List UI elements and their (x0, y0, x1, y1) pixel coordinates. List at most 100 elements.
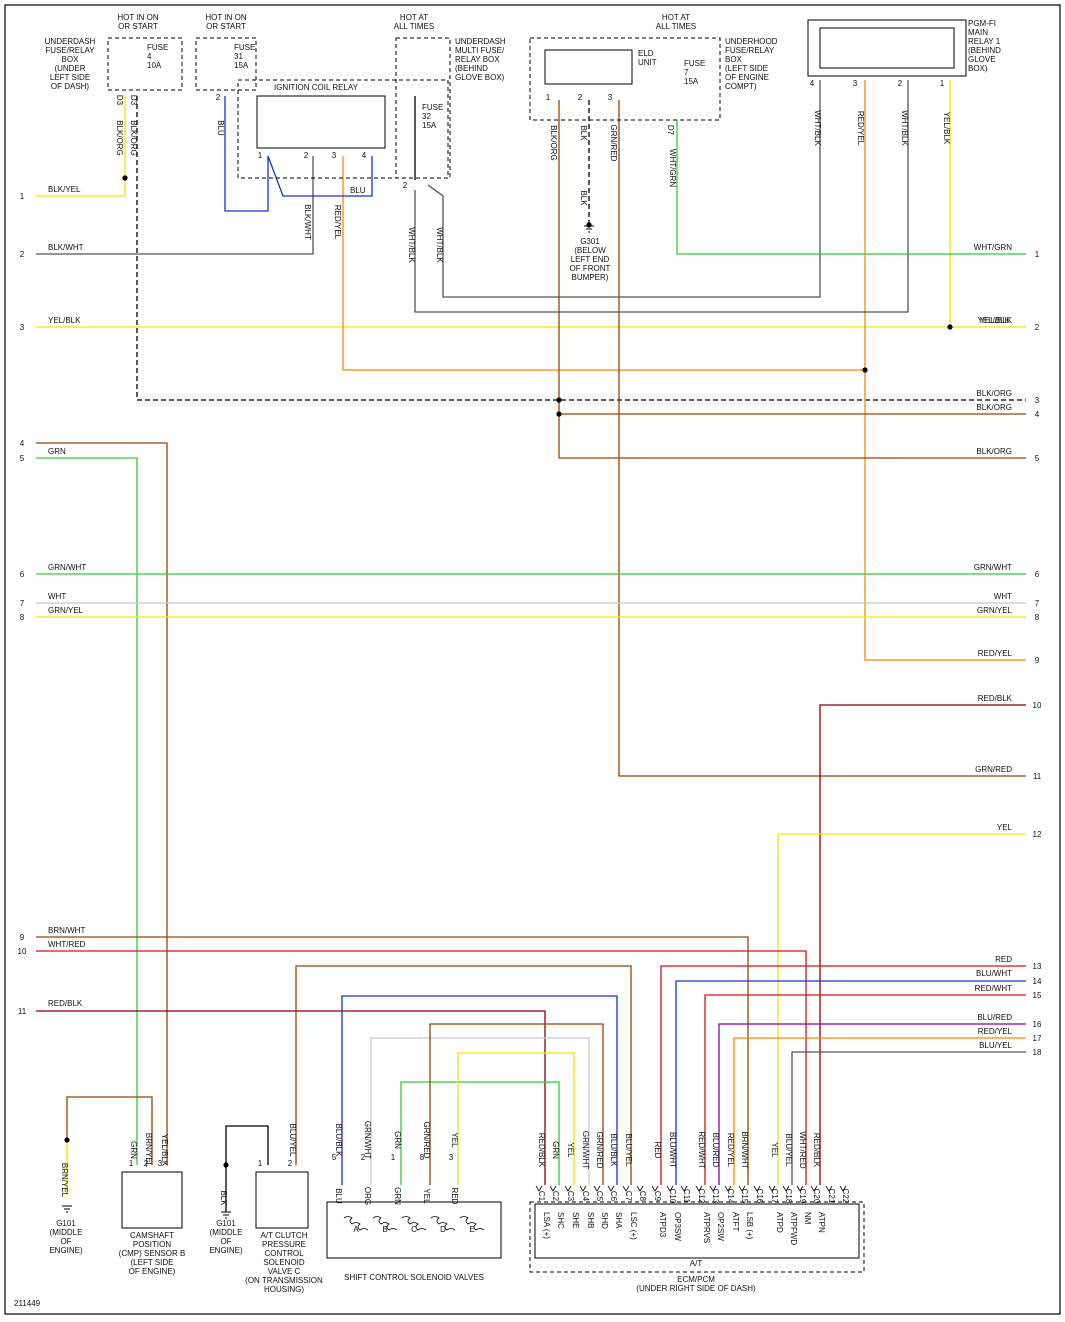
wire-brn-wht-9 (36, 936, 749, 1185)
wire-wht-blk-1 (414, 80, 909, 313)
connector-arrow (724, 1185, 732, 1192)
pin-label: C17 (770, 1189, 779, 1204)
pin-label: 1 (391, 1153, 396, 1162)
pin-label: 3 (332, 151, 337, 160)
wire-label: BLU/WHT (668, 1132, 677, 1168)
junction-dot (556, 411, 562, 417)
pin-label: C6 (609, 1191, 618, 1202)
wire-label: RED/WHT (697, 1131, 706, 1168)
pin-label: D3 (115, 95, 124, 106)
clutch-solenoid-box (255, 1171, 309, 1229)
wire-label: GRN/YEL (48, 606, 84, 615)
wires (36, 80, 1026, 1212)
pin-label: 4 (362, 151, 367, 160)
eld-unit-box (544, 49, 633, 85)
shift-solenoids-label: SHIFT CONTROL SOLENOID VALVES (344, 1273, 484, 1282)
wire-blk-yel (36, 96, 126, 197)
ecm-pin-name: ATPN (817, 1212, 826, 1233)
wire-label: GRN/WHT (974, 563, 1012, 572)
solenoid-coil (459, 1216, 485, 1231)
wire-blu-yel-clutch (295, 965, 632, 1185)
wire-label: GRN (551, 1141, 560, 1159)
pin-label: D7 (666, 125, 675, 136)
ignition-relay-inner (256, 95, 386, 149)
pin-label: 3 (449, 1153, 454, 1162)
connector-arrow (636, 1185, 644, 1192)
ecm-pin-name: SHC (556, 1212, 565, 1229)
wire-label: BLU/RED (711, 1133, 720, 1168)
right-row-number: 11 (1033, 772, 1042, 781)
connector-arrow (607, 1185, 615, 1192)
pin-label: 2 (288, 1159, 293, 1168)
solenoid-coil (401, 1216, 427, 1231)
pin-label: C14 (726, 1189, 735, 1204)
wire-red-blk-10 (819, 704, 1026, 1185)
wire-label: BLU (350, 186, 366, 195)
pin-label: D3 (129, 95, 138, 106)
pin-label: 1 (546, 93, 551, 102)
wire-label: WHT/RED (48, 940, 86, 949)
ecm-pin-name: OP3SW (673, 1212, 682, 1241)
pin-label: C21 (827, 1189, 836, 1204)
eld-frame (529, 37, 721, 121)
ecm-pin-name: SHE (571, 1212, 580, 1228)
wire-label: BLK (579, 125, 588, 141)
ecm-pin-name: ATPRVS (702, 1212, 711, 1243)
ignition-relay-frame (237, 79, 449, 179)
wire-label: GRN/YEL (977, 606, 1013, 615)
wire-label: YEL/BLK (978, 316, 1011, 325)
connector-arrow (825, 1185, 833, 1192)
wire-grn-red-sol (429, 1023, 604, 1185)
solenoid-coil (372, 1216, 398, 1231)
solenoid-coil (430, 1216, 456, 1231)
border (4, 4, 1061, 1315)
wire-label: WHT/GRN (668, 149, 677, 187)
wire-label: BLK (579, 190, 588, 206)
wire-label: YEL/BLK (160, 1134, 169, 1167)
right-row-number: 1 (1035, 250, 1040, 259)
junction-dot (556, 397, 562, 403)
pin-label: 1 (258, 1159, 263, 1168)
wire-label: RED/YEL (978, 1027, 1013, 1036)
wire-label: BLU/YEL (979, 1041, 1012, 1050)
wire-blu-yel-18 (791, 1051, 1026, 1185)
connector-arrow (564, 1185, 572, 1192)
left-row-number: 4 (20, 439, 25, 448)
pin-label: 2 (361, 1153, 366, 1162)
wire-label: BRN/YEL (60, 1163, 69, 1198)
wire-label: WHT/BLK (407, 227, 416, 263)
ecm-label: ECM/PCM(UNDER RIGHT SIDE OF DASH) (636, 1275, 756, 1293)
pin-label: C3 (566, 1191, 575, 1202)
pin-label: 3 (608, 93, 613, 102)
connector-arrow (796, 1185, 804, 1192)
pin-label: 1 (940, 79, 945, 88)
wire-label: BLK/ORG (976, 403, 1012, 412)
wire-label: WHT (994, 592, 1012, 601)
pin-label: C19 (798, 1189, 807, 1204)
wire-label: BLU/BLK (334, 1124, 343, 1158)
pin-label: C22 (841, 1189, 850, 1204)
wire-grn-sol (400, 1081, 560, 1185)
wire-label: RED/WHT (975, 984, 1012, 993)
right-row-number: 15 (1033, 991, 1042, 1000)
wire-grn-5 (36, 457, 138, 1165)
wire-label: BLK/YEL (48, 185, 81, 194)
multi-fuse-frame (395, 37, 451, 179)
wire-blk-wht (36, 156, 314, 255)
wire-red-13 (660, 965, 1026, 1185)
ecm-pin-name: LSC (+) (629, 1212, 638, 1240)
pin-label: 1 (258, 151, 263, 160)
pin-label: C2 (551, 1191, 560, 1202)
pin-label: 2 (898, 79, 903, 88)
wire-label: RED/YEL (978, 649, 1013, 658)
ecm-pin-name: SHB (586, 1212, 595, 1228)
pin-label: C1 (537, 1191, 546, 1202)
pin-label: C16 (755, 1189, 764, 1204)
pin-label: C7 (624, 1191, 633, 1202)
wire-label: BLU/YEL (784, 1134, 793, 1167)
wire-label: YEL (422, 1188, 431, 1204)
